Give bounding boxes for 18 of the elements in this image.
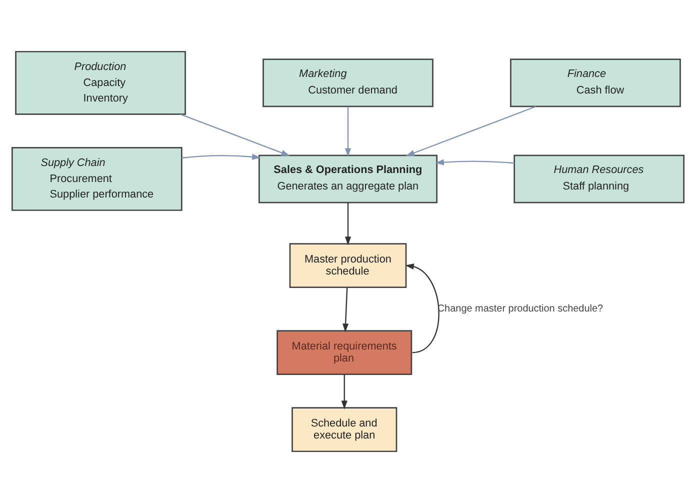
arrow: [435, 159, 514, 166]
arrow: [342, 288, 349, 332]
node-box: Master production schedule: [289, 243, 407, 288]
node-box: Sales & Operations Planning Generates an aggregate plan: [258, 154, 438, 204]
node-box: Marketing Customer demand: [262, 58, 434, 108]
arrow: [344, 106, 352, 157]
arrow: [182, 154, 261, 160]
arrow: [405, 263, 440, 354]
arrow: [406, 106, 536, 156]
node-box: Human Resources Staff planning: [514, 154, 685, 204]
arrow: [341, 374, 348, 410]
node-box: Finance Cash flow: [510, 58, 681, 108]
arrow: [180, 114, 290, 156]
arrow: [344, 202, 352, 246]
node-box: Schedule and execute plan: [292, 407, 398, 452]
node-box: Material requirements plan: [276, 330, 412, 375]
node-box: Production Capacity Inventory: [15, 50, 186, 115]
node-box: Supply Chain Procurement Supplier performance: [11, 147, 182, 211]
